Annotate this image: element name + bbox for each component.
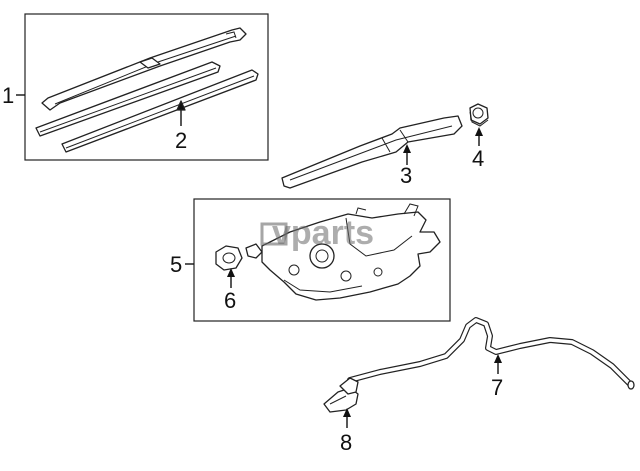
motor-assembly-frame xyxy=(193,198,451,322)
callout-6: 6 xyxy=(224,288,236,313)
callout-3-arrow xyxy=(403,144,411,153)
arm-nut xyxy=(469,103,489,127)
wiper-blade xyxy=(41,27,247,111)
wiper-motor xyxy=(245,203,441,301)
blade-assembly-frame xyxy=(24,13,269,161)
callout-1: 1 xyxy=(2,83,14,108)
wiper-arm xyxy=(281,115,463,189)
callout-6-arrow xyxy=(227,268,235,277)
blade-refill xyxy=(35,61,259,153)
callout-2-arrow xyxy=(176,100,186,111)
watermark: vparts xyxy=(260,214,374,252)
washer-nozzle xyxy=(323,377,359,413)
callout-3: 3 xyxy=(400,163,412,188)
watermark-text: vparts xyxy=(272,214,374,252)
callout-2: 2 xyxy=(175,128,187,153)
washer-hose xyxy=(347,317,635,390)
callout-8: 8 xyxy=(340,430,352,455)
callout-5: 5 xyxy=(170,252,182,277)
callout-7: 7 xyxy=(491,375,503,400)
callout-7-arrow xyxy=(494,354,502,363)
callout-4-arrow xyxy=(475,127,483,136)
callout-8-arrow xyxy=(343,408,351,417)
callout-4: 4 xyxy=(472,146,484,171)
motor-grommet xyxy=(215,245,243,271)
